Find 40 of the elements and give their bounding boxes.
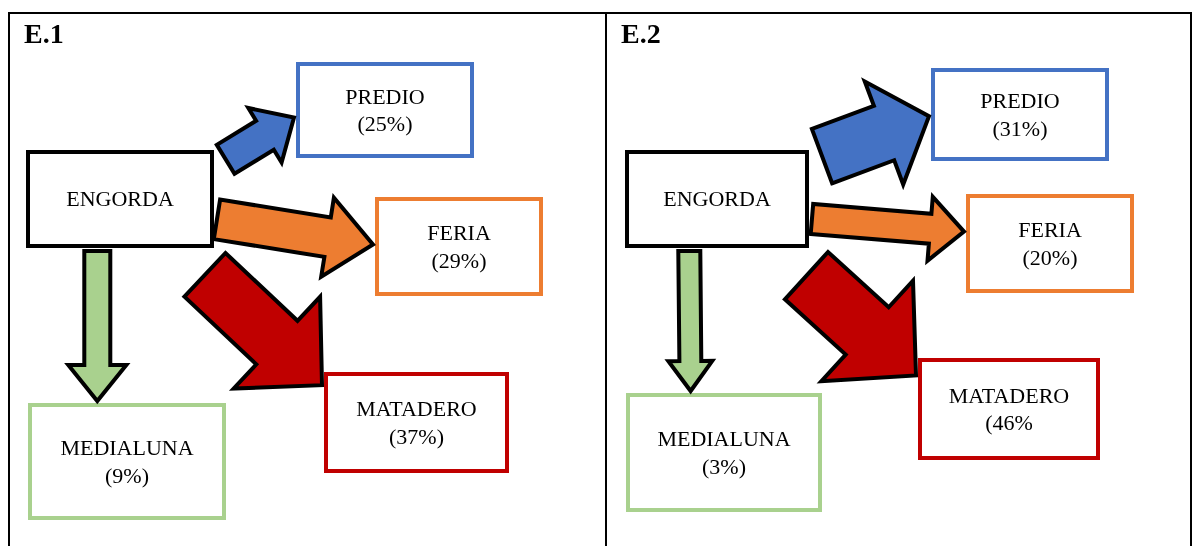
category-box [28,403,226,520]
box-label: FERIA [1018,216,1082,244]
box-label: MATADERO [948,381,1070,409]
block-arrow [664,248,717,395]
box-label: FERIA [427,219,491,247]
panel [8,12,605,546]
category-box [375,197,543,296]
category-box [626,393,822,512]
category-box [931,68,1109,161]
box-label: (20%) [1022,243,1078,271]
box-label: MEDIALUNA [657,425,791,453]
panel [605,12,1192,546]
box-label: PREDIO [980,87,1060,115]
block-arrow [782,249,919,384]
box-label: (3%) [702,452,746,480]
box-label: (29%) [431,246,487,274]
box-label: PREDIO [345,82,425,110]
box-label: MEDIALUNA [60,434,194,462]
category-box [625,150,809,248]
box-label: (9%) [105,461,149,489]
block-arrow [809,77,932,191]
box-label: (37%) [389,422,444,450]
category-box [26,150,214,248]
block-arrow [808,192,967,266]
box-label: (31%) [992,114,1048,142]
panel-heading: E.2 [621,20,661,48]
box-label: MATADERO [356,395,477,423]
box-label: ENGORDA [66,185,174,213]
panel-heading: E.1 [24,20,64,48]
category-box [918,358,1100,460]
block-arrow [64,249,131,405]
block-arrow [214,105,297,177]
box-label: ENGORDA [663,185,771,213]
category-box [324,372,509,473]
box-label: (46% [985,409,1033,437]
category-box [296,62,474,158]
box-label: (25%) [357,110,413,138]
category-box [966,194,1134,293]
block-arrow [211,193,376,281]
block-arrow [181,250,325,391]
